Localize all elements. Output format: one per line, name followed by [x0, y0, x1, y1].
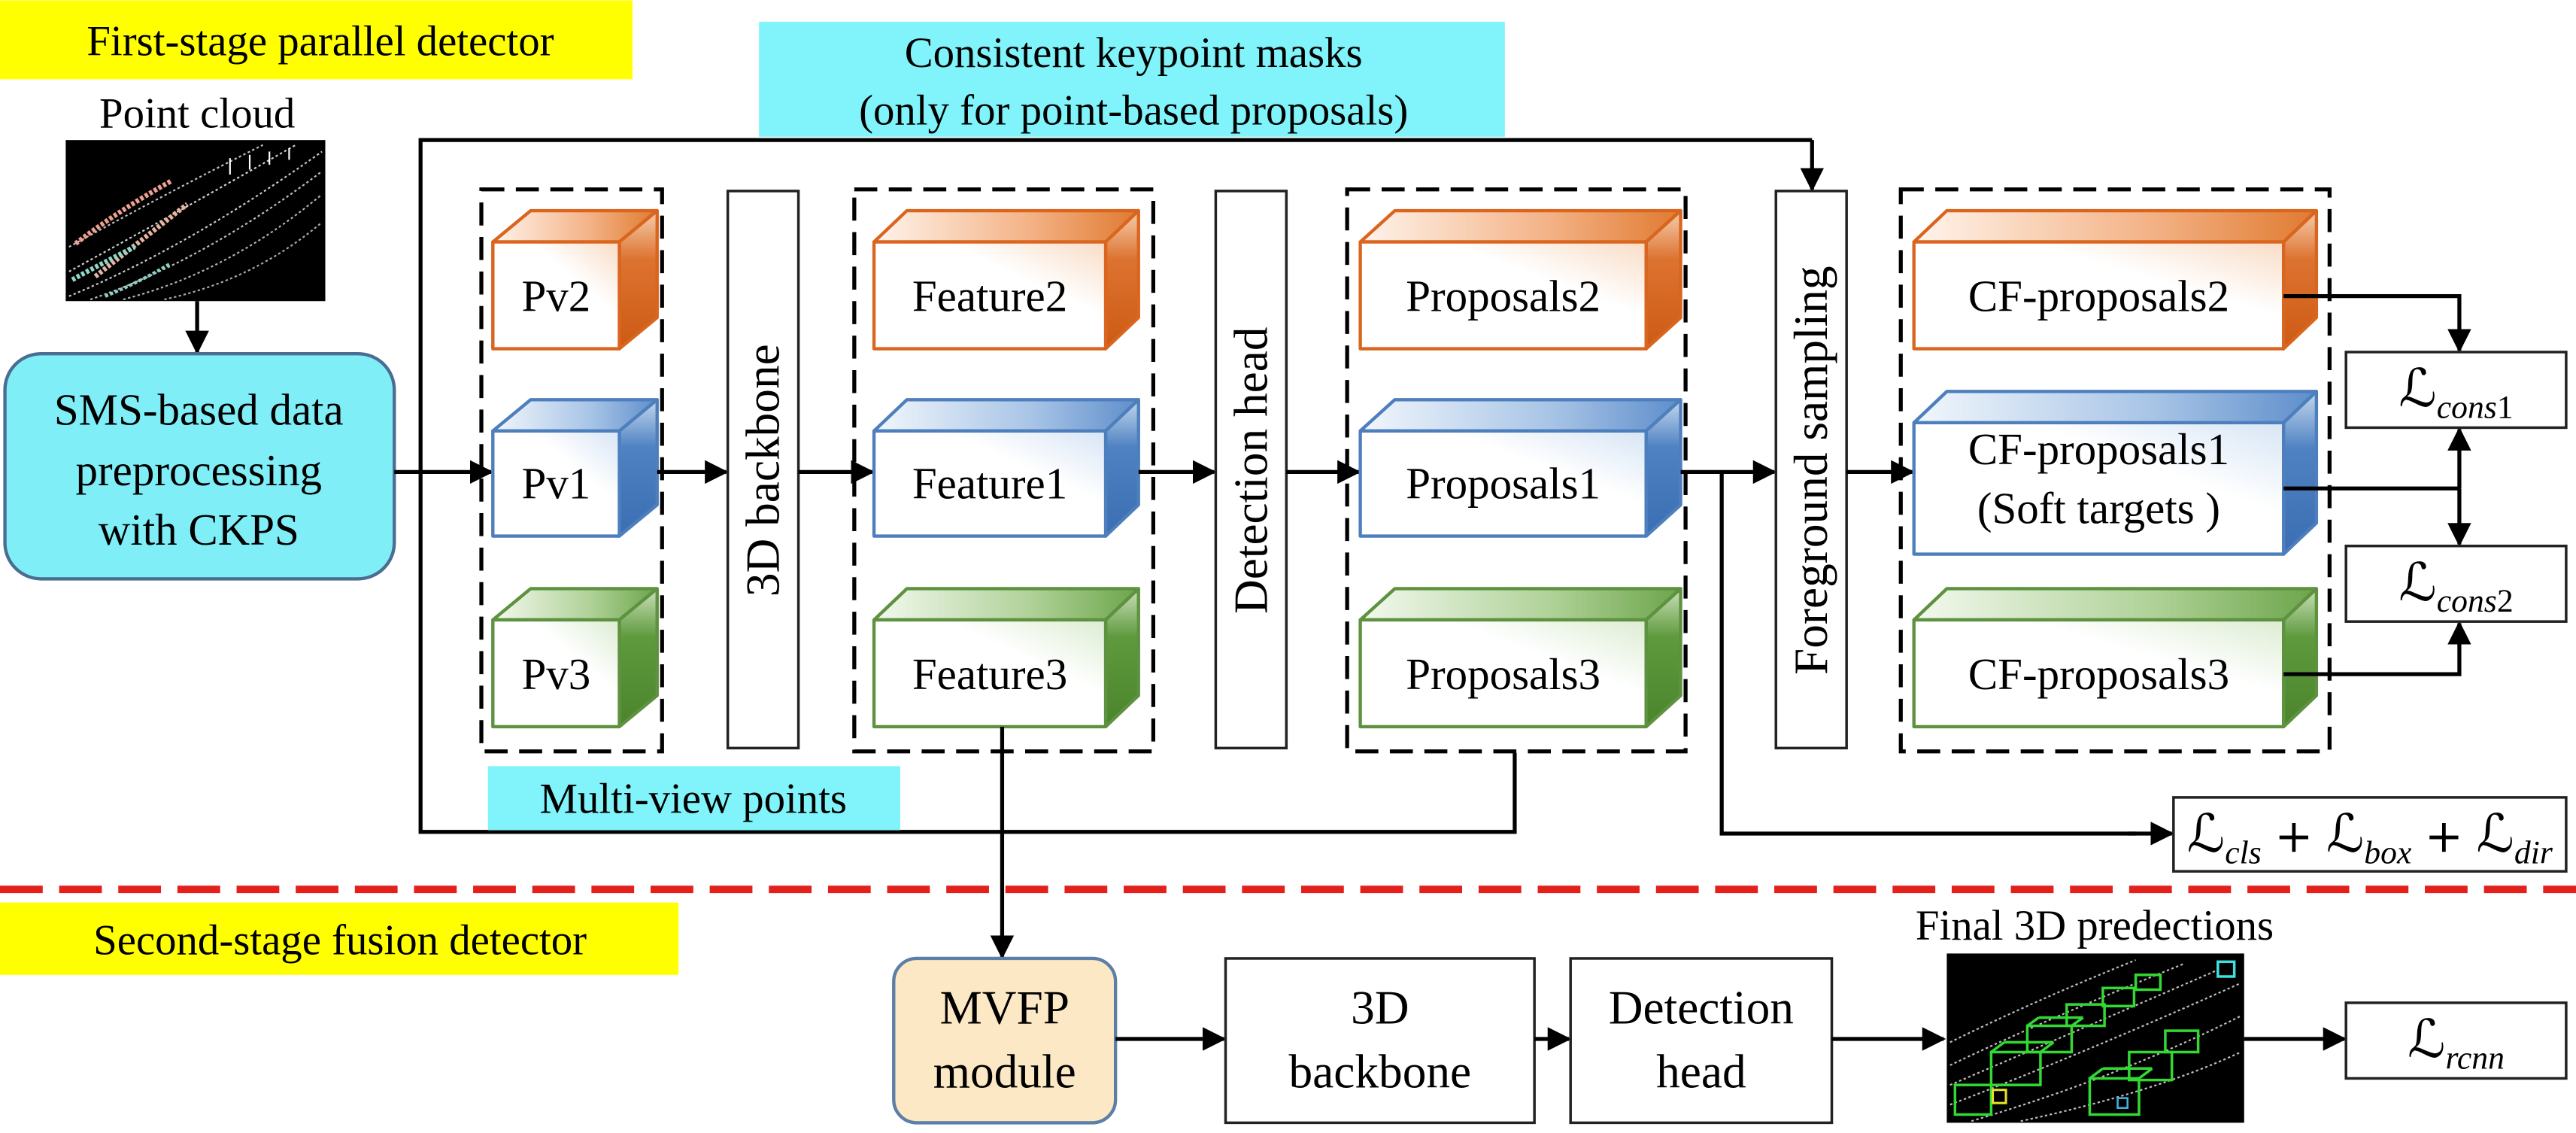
- loss-cons1-box: [2344, 351, 2568, 430]
- multi-view-note: Multi-view points: [540, 776, 848, 823]
- foreground-sampling-label: Foreground sampling: [1785, 266, 1837, 675]
- stage2-backbone-label-line2: backbone: [1288, 1046, 1471, 1098]
- final-predictions-label: Final 3D predections: [1916, 902, 2274, 949]
- backbone-label: 3D backbone: [737, 344, 790, 597]
- feature-label-2: Feature2: [912, 272, 1067, 321]
- stage2-title-background: [0, 902, 679, 975]
- stage1-title: First-stage parallel detector: [86, 18, 554, 65]
- multi-view-note-background: [487, 766, 901, 831]
- proposal-label-3: Proposals3: [1406, 649, 1601, 699]
- cf-proposal-box-3: [1912, 587, 2319, 729]
- keypoint-masks-note-background: [759, 21, 1505, 137]
- mvfp-label-line1: MVFP: [939, 981, 1069, 1034]
- stage2-detection-head-label-line1: Detection: [1609, 981, 1794, 1034]
- preprocessing-label-line2: preprocessing: [76, 445, 323, 495]
- view-box-pv3: [491, 587, 659, 729]
- stage2-detection-head-box: [1569, 957, 1834, 1125]
- cf-proposal-soft-targets-label: (Soft targets ): [1977, 483, 2220, 533]
- keypoint-masks-note-line2: (only for point-based proposals): [859, 87, 1408, 134]
- preprocessing-label-line3: with CKPS: [99, 505, 299, 554]
- feature-box-3: [872, 587, 1140, 729]
- cf-proposal-label-2: CF-proposals2: [1968, 272, 2229, 321]
- proposal-box-3: [1358, 587, 1682, 729]
- arrow-cf3-to-cons2-loss: [2283, 621, 2471, 676]
- final-predictions-image: [1946, 953, 2244, 1123]
- feature-label-3: Feature3: [912, 649, 1067, 699]
- cf-proposal-box-2: [1912, 208, 2319, 351]
- view-label-pv2: Pv2: [522, 272, 591, 321]
- loss-cons2-box: [2344, 544, 2568, 623]
- view-box-pv2: [491, 208, 659, 351]
- cf-proposal-label-1: CF-proposals1: [1968, 424, 2229, 474]
- detection-head-box: [1214, 190, 1288, 750]
- stage2-backbone-box: [1224, 957, 1536, 1125]
- view-box-pv1: [491, 398, 659, 538]
- feature-label-1: Feature1: [912, 459, 1067, 509]
- cf-proposal-box-1: [1912, 390, 2319, 556]
- arrow-cf2-to-cons1-loss: [2283, 294, 2471, 353]
- point-cloud-image: [65, 140, 326, 302]
- stage1-title-background: [0, 0, 633, 80]
- keypoint-mask-connector: [418, 138, 1813, 834]
- foreground-sampling-box: [1774, 190, 1848, 750]
- point-cloud-label: Point cloud: [99, 90, 295, 138]
- proposals-to-detection-loss-connector: [1719, 472, 2136, 836]
- loss-detection: ℒcls+ℒbox+ℒdir: [2187, 803, 2553, 870]
- cf-proposal-label-3: CF-proposals3: [1968, 649, 2229, 699]
- backbone-box: [726, 190, 800, 750]
- stage2-title: Second-stage fusion detector: [93, 916, 587, 964]
- feature-box-2: [872, 208, 1140, 351]
- loss-cons1: ℒcons1: [2399, 358, 2513, 425]
- stage2-detection-head-label-line2: head: [1656, 1046, 1746, 1098]
- loss-rcnn-box: [2344, 1001, 2568, 1080]
- detection-head-label: Detection head: [1224, 327, 1277, 614]
- feature-box-1: [872, 398, 1140, 538]
- proposal-box-1: [1358, 398, 1682, 538]
- preprocessing-label-line1: SMS-based data: [54, 384, 344, 434]
- proposal-box-2: [1358, 208, 1682, 351]
- proposal-label-1: Proposals1: [1406, 459, 1601, 509]
- view-label-pv3: Pv3: [522, 649, 591, 699]
- loss-cons2: ℒcons2: [2399, 552, 2513, 619]
- keypoint-masks-note-line1: Consistent keypoint masks: [905, 29, 1363, 77]
- view-label-pv1: Pv1: [522, 459, 591, 509]
- mvfp-label-line2: module: [933, 1046, 1076, 1098]
- stage2-backbone-label-line1: 3D: [1351, 981, 1409, 1034]
- loss-rcnn: ℒrcnn: [2408, 1009, 2505, 1076]
- proposal-label-2: Proposals2: [1406, 272, 1601, 321]
- preprocessing-box: [3, 351, 396, 581]
- loss-detection-box: [2172, 796, 2568, 873]
